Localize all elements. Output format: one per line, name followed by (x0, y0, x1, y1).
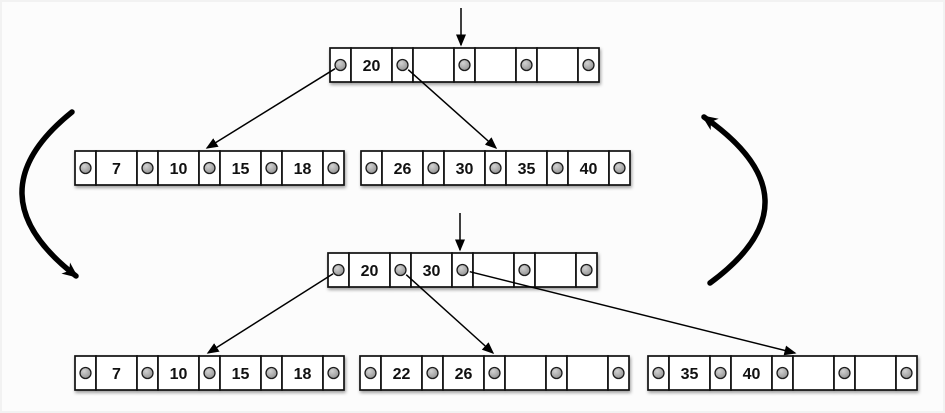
pointer-dot-icon (652, 366, 665, 380)
key-cell (566, 355, 609, 391)
key-cell (567, 150, 610, 186)
pointer-dot-icon (550, 366, 563, 380)
key-cell (380, 355, 423, 391)
btree-node-leaf-before-right: 26 30 35 40 (360, 150, 631, 186)
key-cell (412, 47, 455, 83)
btree-node-leaf-after-right: 35 40 (647, 355, 918, 391)
key-cell (505, 150, 548, 186)
key-cell (474, 47, 517, 83)
pointer-dot-icon (364, 366, 377, 380)
key-cell (95, 355, 138, 391)
btree-node-leaf-after-left: 7 10 15 18 (74, 355, 345, 391)
cycle-arrow-left-down (19, 109, 79, 279)
pointer-dot-icon (580, 263, 593, 277)
key-cell (442, 355, 485, 391)
pointer-dot-icon (520, 58, 533, 72)
pointer-dot-icon (900, 366, 913, 380)
key-value: 30 (423, 263, 441, 280)
btree-node-leaf-after-middle: 22 26 (359, 355, 630, 391)
pointer-dot-icon (456, 263, 469, 277)
pointer-dot-icon (394, 263, 407, 277)
key-cell (410, 252, 453, 288)
cycle-arrow-right-up (701, 114, 768, 286)
key-value: 20 (361, 263, 379, 280)
key-value: 26 (455, 366, 473, 383)
pointer-dot-icon (265, 161, 278, 175)
key-value: 40 (580, 161, 598, 178)
key-value: 15 (232, 366, 250, 383)
pointer-dot-icon (488, 366, 501, 380)
child-pointer-arrow (469, 270, 797, 356)
pointer-dot-icon (79, 161, 92, 175)
child-pointer-arrow (205, 68, 336, 149)
pointer-dot-icon (838, 366, 851, 380)
pointer-dot-icon (612, 366, 625, 380)
pointer-dot-icon (613, 161, 626, 175)
pointer-dot-icon (141, 366, 154, 380)
key-cell (534, 252, 577, 288)
key-value: 40 (743, 366, 761, 383)
pointer-dot-icon (714, 366, 727, 380)
pointer-dot-icon (203, 161, 216, 175)
pointer-dot-icon (582, 58, 595, 72)
key-cell (95, 150, 138, 186)
pointer-dot-icon (458, 58, 471, 72)
key-value: 20 (363, 58, 381, 75)
pointer-dot-icon (489, 161, 502, 175)
key-value: 26 (394, 161, 412, 178)
pointer-dot-icon (427, 161, 440, 175)
pointer-dot-icon (551, 161, 564, 175)
child-pointer-arrow (405, 274, 495, 355)
pointer-dot-icon (332, 263, 345, 277)
child-pointer-arrow (407, 69, 498, 149)
pointer-dot-icon (265, 366, 278, 380)
key-value: 10 (170, 366, 188, 383)
pointer-dot-icon (396, 58, 409, 72)
key-value: 7 (112, 161, 121, 178)
pointer-dot-icon (365, 161, 378, 175)
pointer-dot-icon (776, 366, 789, 380)
key-value: 35 (681, 366, 699, 383)
key-cell (350, 47, 393, 83)
btree-node-root-before: 20 (329, 47, 600, 83)
pointer-dot-icon (518, 263, 531, 277)
child-pointer-arrow (206, 273, 334, 354)
key-cell (504, 355, 547, 391)
key-value: 22 (393, 366, 411, 383)
key-cell (219, 355, 262, 391)
pointer-dot-icon (203, 366, 216, 380)
tree-before-split: 20 7 10 15 18 26 30 35 40 (74, 8, 631, 186)
pointer-dot-icon (334, 58, 347, 72)
key-cell (536, 47, 579, 83)
key-value: 35 (518, 161, 536, 178)
btree-node-leaf-before-left: 7 10 15 18 (74, 150, 345, 186)
key-value: 7 (112, 366, 121, 383)
key-cell (157, 355, 200, 391)
key-value: 18 (294, 161, 312, 178)
key-cell (157, 150, 200, 186)
key-value: 30 (456, 161, 474, 178)
key-cell (792, 355, 835, 391)
pointer-dot-icon (426, 366, 439, 380)
pointer-dot-icon (141, 161, 154, 175)
pointer-dot-icon (79, 366, 92, 380)
key-cell (219, 150, 262, 186)
key-cell (348, 252, 391, 288)
key-value: 15 (232, 161, 250, 178)
key-value: 10 (170, 161, 188, 178)
pointer-dot-icon (327, 366, 340, 380)
key-value: 18 (294, 366, 312, 383)
key-cell (281, 150, 324, 186)
pointer-dot-icon (327, 161, 340, 175)
key-cell (854, 355, 897, 391)
